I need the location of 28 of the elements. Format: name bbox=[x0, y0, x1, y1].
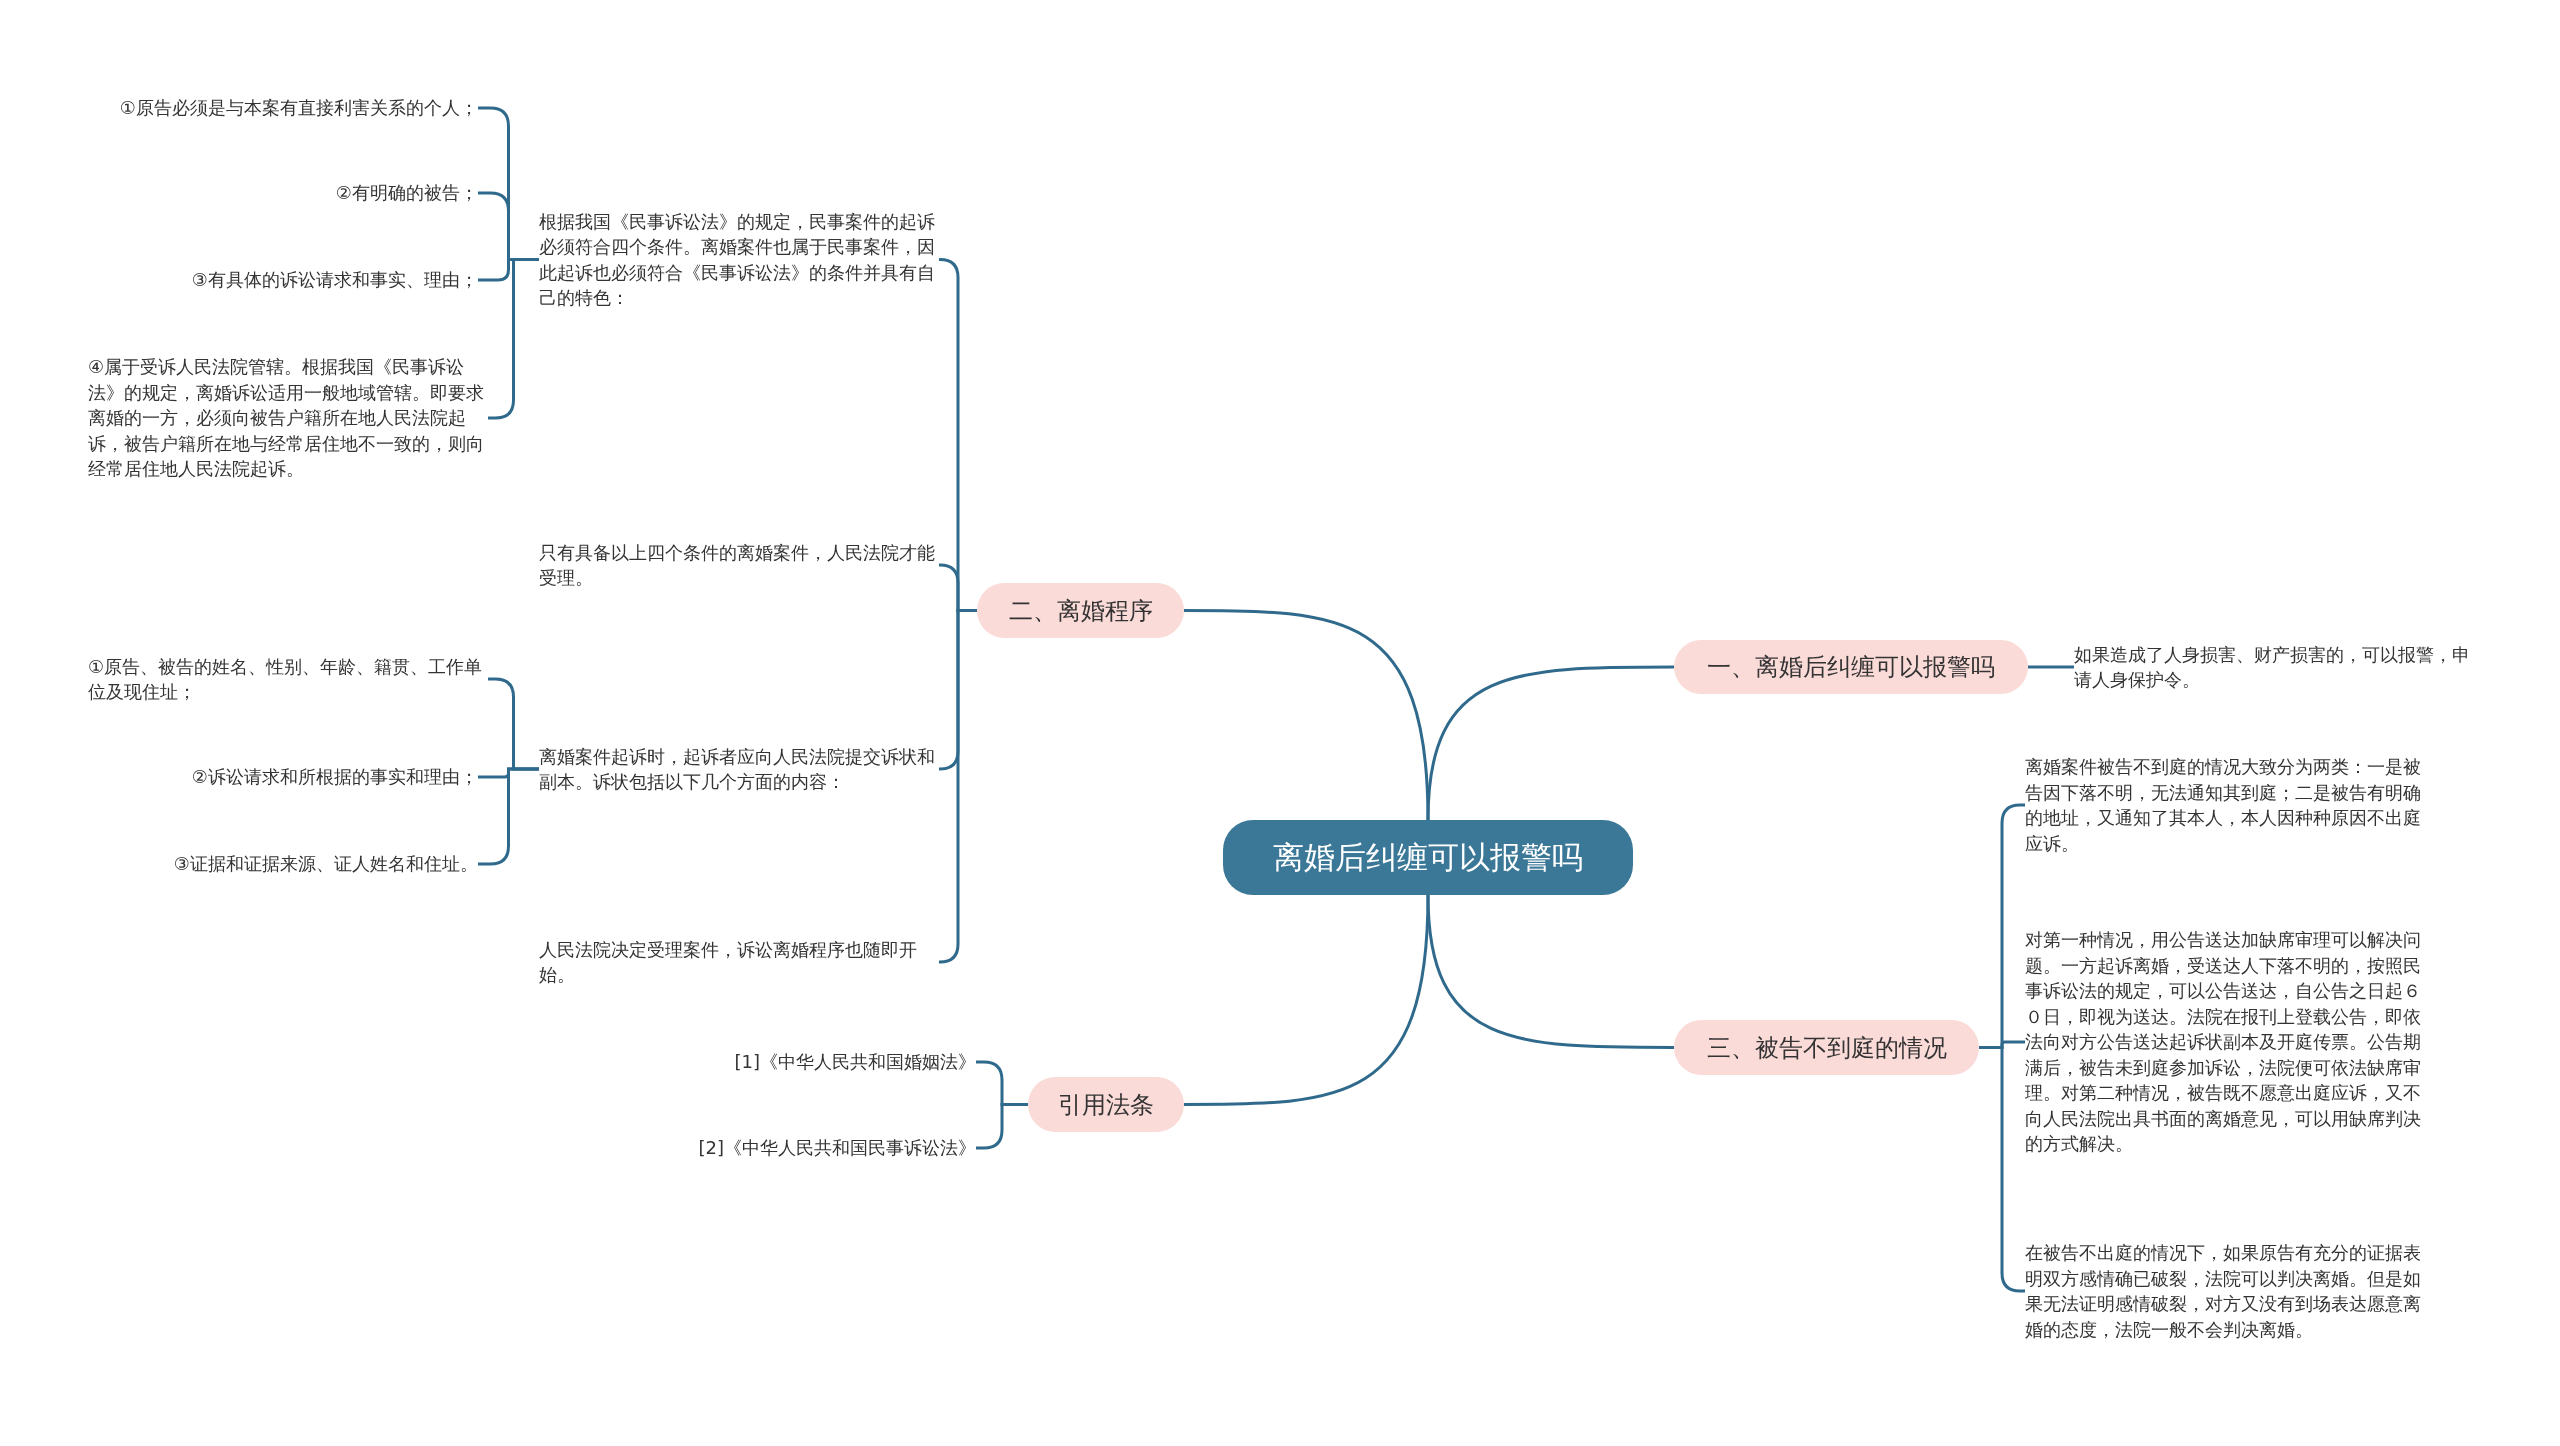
topic-text: 人民法院决定受理案件，诉讼离婚程序也随即开始。 bbox=[539, 936, 939, 988]
topic-text: [1]《中华人民共和国婚姻法》 bbox=[560, 1049, 976, 1075]
topic-text: 如果造成了人身损害、财产损害的，可以报警，申请人身保护令。 bbox=[2074, 640, 2484, 694]
topic-text: 对第一种情况，用公告送达加缺席审理可以解决问题。一方起诉离婚，受送达人下落不明的，按照民事诉讼法的规定，可以公告送达，自公告之日起６０日，即视为送达。法院在报刊上登载公告，即依法向对方公告送达起诉状副本及开庭传票。公告期满后，被告未到庭参加诉讼，法院便可依法缺席审理。对第二种情况，被告既不愿意出庭应诉，又不向人民法院出具书面的离婚意见，可以用缺席判决的方式解决。 bbox=[2025, 913, 2425, 1171]
topic-text: 离婚案件起诉时，起诉者应向人民法院提交诉状和副本。诉状包括以下几个方面的内容： bbox=[539, 743, 939, 795]
connector-line bbox=[1426, 894, 1674, 1049]
topic-text: ③证据和证据来源、证人姓名和住址。 bbox=[80, 851, 478, 877]
topic-text: ②诉讼请求和所根据的事实和理由； bbox=[80, 764, 478, 790]
connector-line bbox=[976, 1103, 1028, 1150]
connector-line bbox=[1184, 894, 1430, 1106]
topic-text: ①原告、被告的姓名、性别、年龄、籍贯、工作单位及现住址； bbox=[88, 653, 488, 705]
topic-text: 在被告不出庭的情况下，如果原告有充分的证据表明双方感情确已破裂，法院可以判决离婚。但是如果无法证明感情破裂，对方又没有到场表达愿意离婚的态度，法院一般不会判决离婚。 bbox=[2025, 1226, 2425, 1356]
topic-text: 只有具备以上四个条件的离婚案件，人民法院才能受理。 bbox=[539, 539, 939, 591]
topic-text: ④属于受诉人民法院管辖。根据我国《民事诉讼法》的规定，离婚诉讼适用一般地域管辖。即要求离婚的一方，必须向被告户籍所在地人民法院起诉，被告户籍所在地与经常居住地不一致的，则向经常居住地人民法院起诉。 bbox=[88, 353, 488, 483]
branch-topic: 二、离婚程序 bbox=[977, 583, 1184, 638]
topic-text: ③有具体的诉讼请求和事实、理由； bbox=[80, 267, 478, 293]
topic-text: [2]《中华人民共和国民事诉讼法》 bbox=[560, 1135, 976, 1161]
branch-topic: 一、离婚后纠缠可以报警吗 bbox=[1674, 640, 2028, 694]
topic-text: 根据我国《民事诉讼法》的规定，民事案件的起诉必须符合四个条件。离婚案件也属于民事案件，因此起诉也必须符合《民事诉讼法》的条件并具有自己的特色： bbox=[539, 207, 939, 312]
branch-topic: 引用法条 bbox=[1028, 1077, 1184, 1132]
connector-line bbox=[1184, 609, 1430, 821]
connector-line bbox=[1426, 665, 1674, 821]
topic-text: ②有明确的被告； bbox=[80, 180, 478, 206]
topic-text: ①原告必须是与本案有直接利害关系的个人； bbox=[80, 95, 478, 121]
connector-line bbox=[2028, 665, 2074, 669]
central-topic: 离婚后纠缠可以报警吗 bbox=[1223, 820, 1633, 895]
topic-text: 离婚案件被告不到庭的情况大致分为两类：一是被告因下落不明，无法通知其到庭；二是被告有明确的地址，又通知了其本人，本人因种种原因不出庭应诉。 bbox=[2025, 752, 2425, 858]
branch-topic: 三、被告不到庭的情况 bbox=[1674, 1020, 1979, 1075]
